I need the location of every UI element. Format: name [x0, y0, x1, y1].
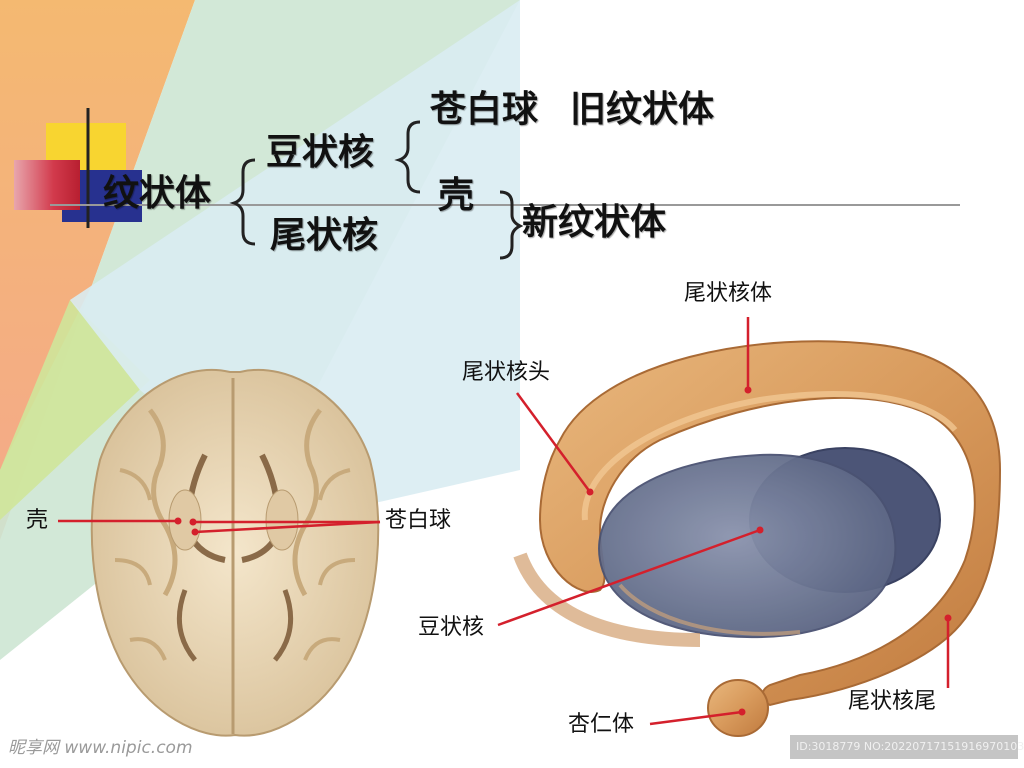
label-amygdala: 杏仁体 [568, 712, 635, 737]
watermark-id-bar [790, 735, 1018, 759]
brace-striatum [229, 158, 256, 246]
brain-section-illustration [90, 368, 380, 737]
scheme-root-striatum: 纹状体 [103, 173, 212, 214]
scheme-paleostriatum: 旧纹状体 [570, 89, 715, 130]
striatum-3d-illustration [513, 340, 1002, 737]
leader-dots [174, 386, 952, 716]
leader-lines [58, 317, 950, 726]
label-globus-pallidus: 苍白球 [385, 508, 452, 533]
label-caudate-body: 尾状核体 [684, 281, 773, 306]
label-putamen: 壳 [26, 508, 49, 533]
scheme-caudate-nucleus: 尾状核 [270, 215, 379, 256]
watermark-id: ID:3018779 NO:20220717151916970103 [796, 740, 1024, 753]
label-caudate-tail: 尾状核尾 [848, 689, 937, 714]
watermark-site: 昵享网 www.nipic.com [8, 738, 193, 758]
scheme-globus-pallidus: 苍白球 [430, 89, 539, 130]
brace-lentiform [394, 120, 421, 194]
decor-yellowgreen-plane [0, 300, 150, 520]
brace-neostriatum [499, 190, 524, 260]
decor-red-square [14, 160, 80, 210]
scheme-putamen: 壳 [438, 175, 475, 216]
label-lentiform-nucleus: 豆状核 [418, 615, 485, 640]
scheme-lentiform-nucleus: 豆状核 [266, 132, 375, 173]
amygdala-shape [707, 679, 769, 737]
scheme-neostriatum: 新纹状体 [522, 202, 667, 243]
label-caudate-head: 尾状核头 [462, 360, 551, 385]
